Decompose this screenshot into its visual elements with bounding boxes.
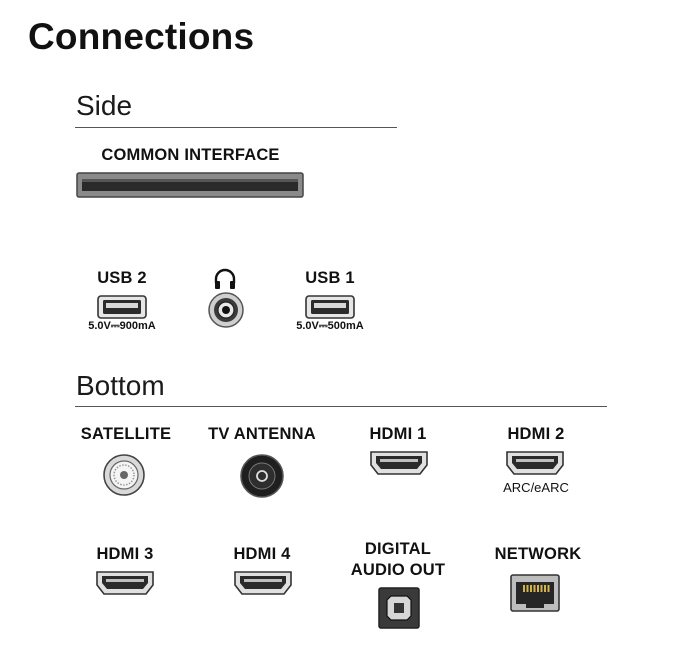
hdmi3-label: HDMI 3	[96, 545, 154, 563]
hdmi4-label: HDMI 4	[233, 545, 291, 563]
page-title: Connections	[28, 16, 255, 57]
section-heading-bottom: Bottom	[76, 370, 165, 401]
network-label: NETWORK	[494, 545, 582, 563]
hdmi2-arc-note: ARC/eARC	[503, 480, 569, 495]
satellite-connector-icon	[103, 454, 145, 496]
digital-audio-label-line1: DIGITAL	[364, 540, 432, 558]
hdmi-port-icon	[506, 451, 564, 475]
section-divider-side	[75, 127, 397, 128]
hdmi-port-icon	[96, 571, 154, 595]
hdmi1-label: HDMI 1	[369, 425, 427, 443]
section-heading-side: Side	[76, 90, 133, 121]
digital-audio-label-line2: AUDIO OUT	[350, 561, 446, 579]
hdmi-port-icon	[370, 451, 428, 475]
usb1-spec: 5.0V⎓500mA	[296, 320, 364, 332]
usb2-spec: 5.0V⎓900mA	[88, 320, 156, 332]
hdmi-port-icon	[234, 571, 292, 595]
optical-port-icon	[378, 587, 420, 629]
headphone-icon	[214, 268, 236, 289]
ethernet-port-icon	[510, 574, 560, 612]
tv-antenna-label: TV ANTENNA	[208, 425, 316, 443]
common-interface-label: COMMON INTERFACE	[101, 146, 280, 164]
ci-slot-icon	[76, 172, 304, 198]
satellite-label: SATELLITE	[80, 425, 172, 443]
audio-jack-icon	[208, 292, 244, 328]
usb1-label: USB 1	[305, 269, 355, 287]
usb2-label: USB 2	[97, 269, 147, 287]
hdmi2-label: HDMI 2	[507, 425, 565, 443]
section-divider-bottom	[75, 406, 607, 407]
usb-port-icon	[305, 295, 355, 319]
antenna-connector-icon	[240, 454, 284, 498]
usb-port-icon	[97, 295, 147, 319]
